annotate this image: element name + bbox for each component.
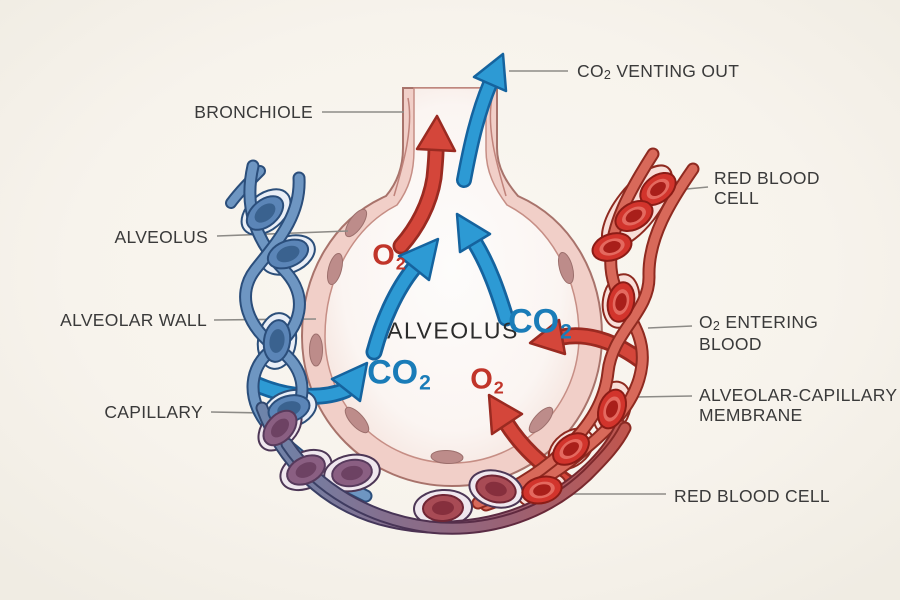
label-co2-venting-out: CO2 VENTING OUT xyxy=(577,61,739,83)
molecule-o2-bottom-sub: 2 xyxy=(493,377,504,398)
label-bronchiole: BRONCHIOLE xyxy=(194,102,313,122)
label-alveolus-center-text: ALVEOLUS xyxy=(387,317,519,344)
molecule-o2-bottom: O2 xyxy=(470,363,504,398)
label-red-blood-cell-bottom-text: RED BLOOD CELL xyxy=(674,486,830,506)
leader-alveolar-capillary-membrane xyxy=(635,395,693,398)
co2-rising-arrow-left xyxy=(365,237,440,361)
bronchiole-wall-fold-right xyxy=(489,97,507,197)
molecule-o2-top-base: O xyxy=(372,239,395,272)
label-red-blood-cell-top: RED BLOOD CELL xyxy=(714,168,820,208)
molecule-co2-right-sub: 2 xyxy=(560,320,572,344)
o2-entering-blood-arrow xyxy=(528,318,649,369)
label-alveolar-wall-text: ALVEOLAR WALL xyxy=(60,310,207,330)
label-o2-entering-post: ENTERING xyxy=(720,312,819,332)
molecule-co2-right-base: CO xyxy=(508,302,560,341)
co2-rising-arrow-right xyxy=(455,212,515,327)
label-co2-venting-post: VENTING OUT xyxy=(611,61,740,81)
label-acm-line2: MEMBRANE xyxy=(699,405,803,425)
molecule-o2-top: O2 xyxy=(372,239,406,274)
label-capillary: CAPILLARY xyxy=(104,402,203,422)
molecule-o2-top-sub: 2 xyxy=(395,253,406,274)
leader-o2-entering xyxy=(647,325,693,329)
label-bronchiole-text: BRONCHIOLE xyxy=(194,102,313,122)
molecule-co2-right: CO2 xyxy=(508,302,572,344)
label-acm-line1: ALVEOLAR-CAPILLARY xyxy=(699,385,898,405)
red-blood-cells xyxy=(521,171,677,505)
label-o2-entering-blood: O2 ENTERING BLOOD xyxy=(699,312,818,354)
label-red-blood-cell-bottom: RED BLOOD CELL xyxy=(674,486,830,506)
bronchiole-wall-fold-left xyxy=(393,97,411,197)
label-co2-venting-pre: CO xyxy=(577,61,604,81)
molecule-co2-left: CO2 xyxy=(367,353,431,395)
label-alveolar-capillary-membrane: ALVEOLAR-CAPILLARY MEMBRANE xyxy=(699,385,897,425)
alveolus-sac xyxy=(300,87,604,488)
label-red-blood-cell-top-line2: CELL xyxy=(714,188,759,208)
label-o2-entering-line2: BLOOD xyxy=(699,334,762,354)
label-alveolar-wall: ALVEOLAR WALL xyxy=(60,310,207,330)
label-red-blood-cell-top-line1: RED BLOOD xyxy=(714,168,820,188)
molecule-co2-left-sub: 2 xyxy=(419,371,431,395)
red-blood-cells-maroon xyxy=(422,474,517,523)
label-co2-venting-sub: 2 xyxy=(603,68,612,83)
label-alveolus-center: ALVEOLUS xyxy=(387,318,519,345)
alveolar-wall-nuclei xyxy=(309,208,575,465)
label-o2-entering-sub: 2 xyxy=(712,319,721,334)
label-o2-entering-line1: O2 ENTERING xyxy=(699,312,818,334)
capillary-cells xyxy=(245,171,677,523)
endothelial-cells-purple xyxy=(262,409,373,488)
molecule-co2-left-base: CO xyxy=(367,353,419,392)
label-capillary-text: CAPILLARY xyxy=(104,402,203,422)
label-o2-entering-pre: O xyxy=(699,312,713,332)
molecule-o2-bottom-base: O xyxy=(470,363,493,396)
co2-venting-arrow xyxy=(456,52,508,188)
label-alveolus-left-text: ALVEOLUS xyxy=(114,227,208,247)
oxygen-airway-arrow xyxy=(392,114,457,255)
label-alveolus-left: ALVEOLUS xyxy=(114,227,208,247)
